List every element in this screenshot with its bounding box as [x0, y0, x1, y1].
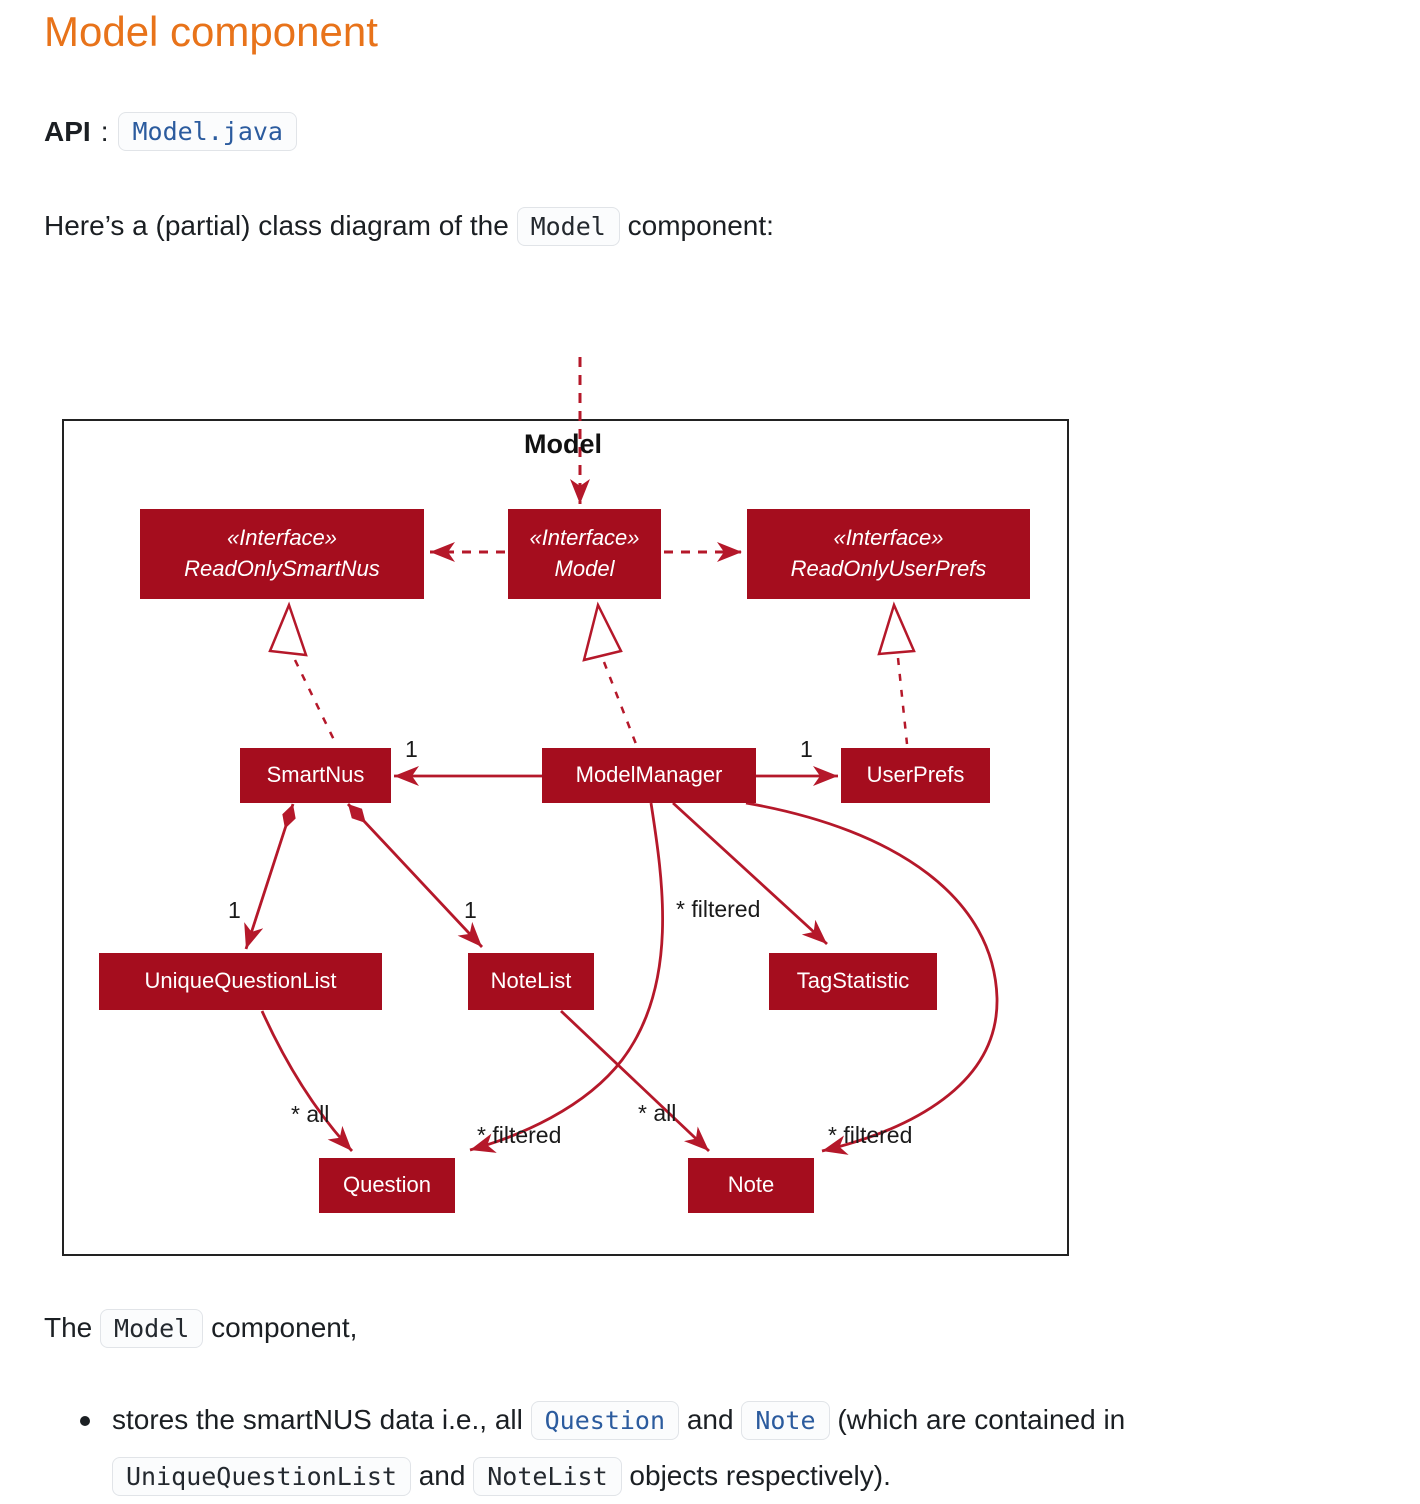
api-label: API	[44, 115, 91, 147]
bullet-text-2: and	[686, 1404, 734, 1435]
interface-name: Model	[554, 556, 615, 581]
class-name: UserPrefs	[866, 762, 965, 788]
class-name: Question	[342, 1172, 432, 1198]
label-all-note: * all	[638, 1100, 677, 1126]
uniquequestionlist-code: UniqueQuestionList	[112, 1457, 411, 1496]
uml-class-question: Question	[319, 1158, 455, 1213]
uml-interface-readonlyuserprefs: «Interface» ReadOnlyUserPrefs	[747, 509, 1030, 599]
multiplicity-one-userprefs: 1	[800, 736, 813, 762]
api-line: API : Model.java	[44, 112, 297, 151]
api-colon: :	[100, 115, 109, 147]
multiplicity-one-smartnus: 1	[405, 736, 418, 762]
intro-paragraph: Here’s a (partial) class diagram of the …	[44, 198, 1384, 254]
api-model-java-link[interactable]: Model.java	[118, 112, 297, 151]
uml-class-tagstatistic: TagStatistic	[769, 953, 937, 1010]
uml-interface-model: «Interface» Model	[508, 509, 661, 599]
uml-class-userprefs: UserPrefs	[841, 748, 990, 803]
label-filtered-tagstatistic: * filtered	[676, 896, 761, 922]
bullet-text-5: objects respectively).	[629, 1460, 891, 1491]
class-name: TagStatistic	[796, 968, 910, 994]
interface-name: ReadOnlyUserPrefs	[790, 556, 987, 581]
class-name: NoteList	[490, 968, 572, 994]
notelist-code: NoteList	[473, 1457, 622, 1496]
intro-text-after: component:	[627, 210, 774, 241]
bullet-item: stores the smartNUS data i.e., all Quest…	[112, 1392, 1404, 1504]
class-name: Note	[727, 1172, 775, 1198]
class-name: SmartNus	[266, 762, 365, 788]
uml-interface-readonlysmartnus: «Interface» ReadOnlySmartNus	[140, 509, 424, 599]
intro-model-code: Model	[516, 207, 620, 246]
diagram-title: Model	[524, 429, 602, 459]
bullet-text-4: and	[418, 1460, 466, 1491]
class-name: ModelManager	[575, 762, 723, 788]
outro-text-after: component,	[211, 1312, 358, 1343]
question-link[interactable]: Question	[530, 1401, 680, 1440]
stereotype-label: «Interface»	[226, 525, 338, 551]
interface-name: ReadOnlySmartNus	[184, 556, 380, 581]
bullet-marker	[80, 1416, 90, 1426]
class-name: UniqueQuestionList	[144, 968, 337, 994]
outro-model-code: Model	[100, 1309, 204, 1348]
label-filtered-note: * filtered	[828, 1122, 913, 1148]
uml-class-smartnus: SmartNus	[240, 748, 391, 803]
bullet-text-3: (which are contained in	[837, 1404, 1126, 1435]
label-filtered-question: * filtered	[477, 1122, 562, 1148]
multiplicity-one-notelist: 1	[464, 897, 477, 923]
label-all-question: * all	[291, 1101, 330, 1127]
uml-class-notelist: NoteList	[468, 953, 594, 1010]
uml-class-note: Note	[688, 1158, 814, 1213]
page-title: Model component	[44, 8, 378, 55]
uml-class-modelmanager: ModelManager	[542, 748, 756, 803]
note-link[interactable]: Note	[741, 1401, 830, 1440]
intro-text-before: Here’s a (partial) class diagram of the	[44, 210, 509, 241]
uml-class-uniquequestionlist: UniqueQuestionList	[99, 953, 382, 1010]
bullet-text-1: stores the smartNUS data i.e., all	[112, 1404, 523, 1435]
outro-text-before: The	[44, 1312, 93, 1343]
multiplicity-one-uniquequestionlist: 1	[228, 897, 241, 923]
stereotype-label: «Interface»	[833, 525, 944, 551]
outro-paragraph: The Model component,	[44, 1300, 1384, 1356]
stereotype-label: «Interface»	[529, 525, 640, 551]
